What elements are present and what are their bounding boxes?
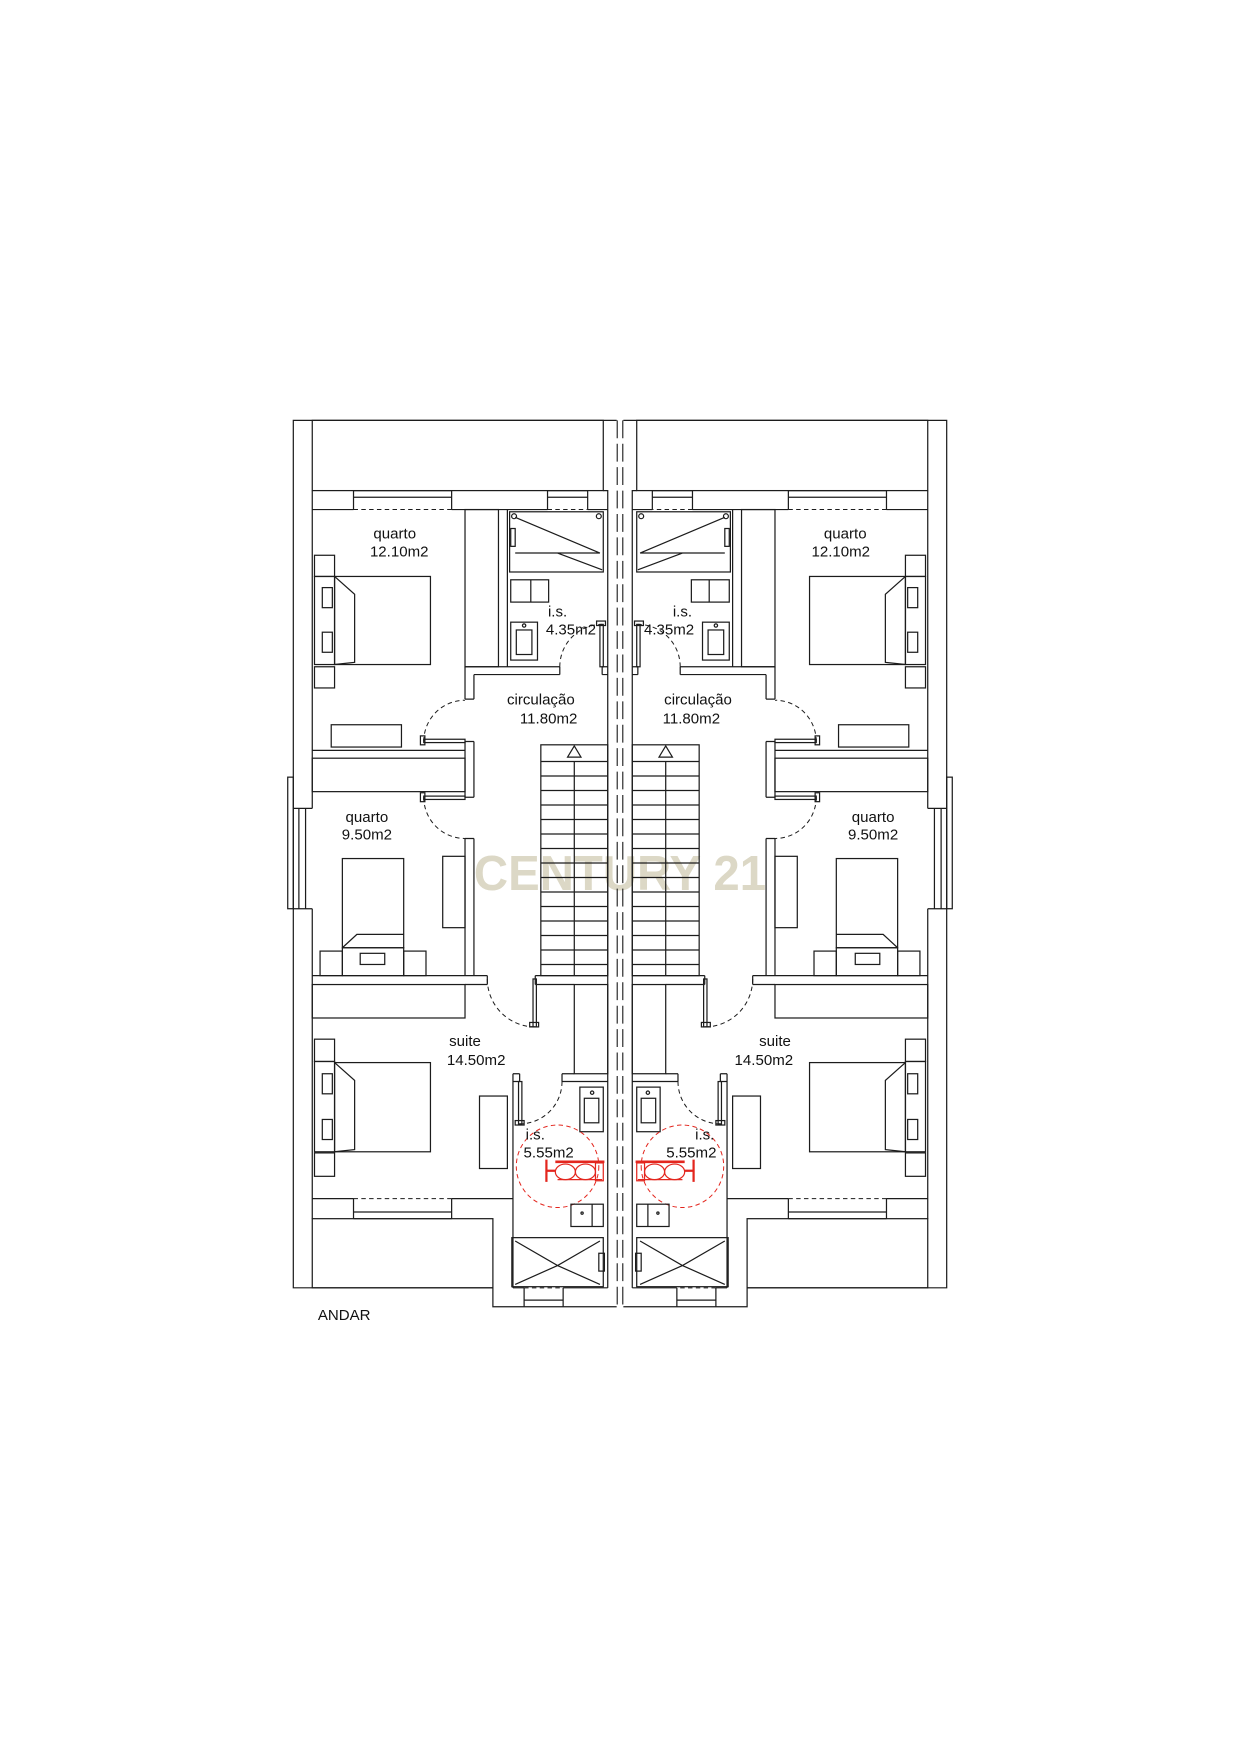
window-quarto-side [287, 776, 307, 910]
room-area-label: 12.10m2 [811, 543, 870, 560]
room-name-label: circulação [507, 692, 575, 709]
wheelchair-turning-circle [515, 1124, 600, 1209]
room-name-label: circulação [664, 692, 732, 709]
room-name-label: i.s. [548, 604, 567, 621]
door-bathroom-top [559, 620, 607, 668]
vanity-counter [570, 1203, 604, 1228]
front-terrace [311, 419, 604, 492]
service-shaft [573, 983, 609, 1075]
nightstand [313, 1038, 336, 1063]
room-name-label: quarto [373, 526, 416, 543]
room-area-label: 12.10m2 [370, 543, 429, 560]
nightstand [313, 554, 336, 578]
bathtub [509, 511, 604, 573]
century21-watermark: CENTURY 21 [474, 847, 766, 901]
room-name-label: quarto [346, 809, 389, 826]
dresser [478, 1095, 508, 1170]
room-name-label: quarto [852, 809, 895, 826]
toilet [510, 579, 550, 603]
window-bathroom-top [546, 489, 589, 511]
room-name-label: i.s. [526, 1127, 545, 1144]
room-area-label: 9.50m2 [848, 827, 898, 844]
unit-b-room-labels: quarto 12.10m2 i.s. 4.35m2 circulação 11… [644, 526, 898, 1162]
single-bed [341, 857, 405, 977]
window-quarto-large [352, 489, 453, 511]
wardrobe [442, 855, 466, 929]
nightstand [313, 1152, 336, 1177]
party-wall-divider [616, 420, 624, 1307]
room-name-label: i.s. [673, 604, 692, 621]
door-suite [486, 978, 540, 1028]
room-name-label: suite [759, 1033, 791, 1050]
double-bed [313, 575, 432, 666]
window-bathroom-bottom [523, 1287, 564, 1307]
stair-up-arrow-icon [566, 744, 583, 758]
washbasin [579, 1086, 604, 1133]
room-area-label: 14.50m2 [735, 1052, 794, 1069]
room-name-label: suite [449, 1033, 481, 1050]
room-area-label: 5.55m2 [666, 1144, 716, 1161]
room-name-label: quarto [824, 526, 867, 543]
rear-terrace [311, 1218, 494, 1289]
room-area-label: 11.80m2 [520, 711, 577, 728]
room-area-label: 9.50m2 [342, 827, 392, 844]
unit-a-floor-plan [287, 419, 617, 1308]
accessible-toilet-fixture [545, 1159, 605, 1182]
door-bathroom-suite [514, 1080, 563, 1126]
door-quarto-small [419, 792, 466, 839]
unit-b-floor-plan [622, 419, 954, 1309]
nightstand [319, 950, 343, 977]
room-area-label: 4.35m2 [546, 621, 596, 638]
room-area-label: 5.55m2 [524, 1144, 574, 1161]
washbasin [510, 621, 539, 661]
shower-tray [511, 1237, 606, 1288]
interior-walls [311, 508, 609, 1289]
window-suite [352, 1198, 453, 1220]
room-area-label: 14.50m2 [447, 1052, 506, 1069]
unit-a-room-labels: quarto 12.10m2 i.s. 4.35m2 circulação 11… [342, 526, 596, 1162]
room-area-label: 11.80m2 [663, 711, 720, 728]
floor-level-label: ANDAR [318, 1307, 371, 1324]
room-name-label: i.s. [695, 1127, 714, 1144]
door-quarto-large [419, 699, 466, 746]
nightstand [313, 666, 336, 689]
staircase [540, 744, 609, 977]
nightstand [403, 950, 427, 977]
desk [330, 724, 403, 748]
room-area-label: 4.35m2 [644, 621, 694, 638]
double-bed [313, 1060, 432, 1153]
